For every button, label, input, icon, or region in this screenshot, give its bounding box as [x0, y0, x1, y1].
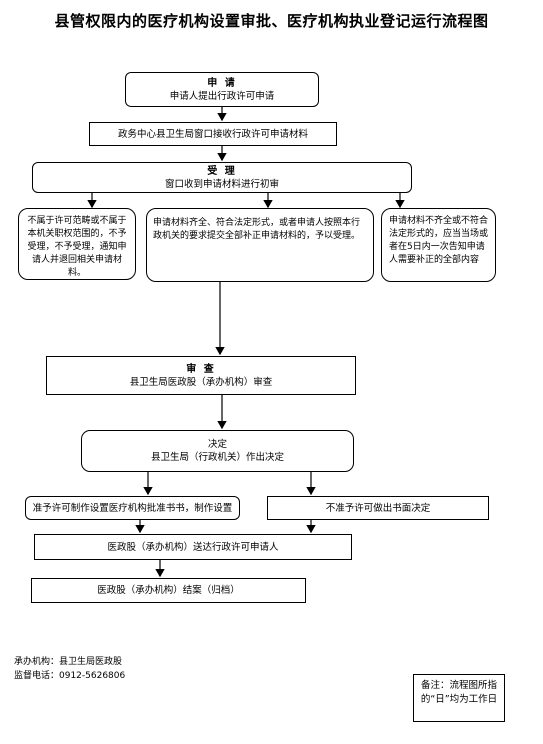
branch-right-box: 申请材料不齐全或不符合法定形式的，应当当场或者在5日内一次告知申请人需要补正的全… — [381, 208, 496, 282]
apply-text: 申请人提出行政许可申请 — [169, 90, 275, 102]
footer-phone: 监督电话：0912-5626806 — [14, 671, 126, 681]
branch-right-text: 申请材料不齐全或不符合法定形式的，应当当场或者在5日内一次告知申请人需要补正的全… — [389, 216, 489, 265]
receive-text: 政务中心县卫生局窗口接收行政许可申请材料 — [117, 128, 308, 140]
footer-agency: 承办机构：县卫生局医政股 — [14, 657, 123, 667]
accept-text: 窗口收到申请材料进行初审 — [164, 178, 279, 190]
archive-box: 医政股（承办机构）结案（归档） — [31, 578, 306, 603]
review-heading: 审 查 — [186, 363, 216, 375]
review-box: 审 查 县卫生局医政股（承办机构）审查 — [46, 356, 356, 395]
deliver-box: 医政股（承办机构）送达行政许可申请人 — [34, 534, 352, 560]
note-box: 备注：流程图所指的“日”均为工作日 — [413, 674, 505, 722]
decision-text: 县卫生局（行政机关）作出决定 — [150, 452, 284, 463]
accept-box: 受 理 窗口收到申请材料进行初审 — [32, 162, 412, 193]
approve-box: 准予许可制作设置医疗机构批准书书，制作设置 — [25, 496, 240, 520]
archive-text: 医政股（承办机构）结案（归档） — [97, 585, 240, 596]
footer-info: 承办机构：县卫生局医政股 监督电话：0912-5626806 — [14, 655, 125, 683]
reject-text: 不准予许可做出书面决定 — [325, 502, 431, 514]
deliver-text: 医政股（承办机构）送达行政许可申请人 — [107, 541, 279, 553]
apply-box: 申 请 申请人提出行政许可申请 — [125, 72, 319, 107]
accept-heading: 受 理 — [207, 165, 237, 177]
approve-text: 准予许可制作设置医疗机构批准书书，制作设置 — [32, 502, 233, 514]
review-text: 县卫生局医政股（承办机构）审查 — [129, 376, 273, 388]
branch-left-box: 不属于许可范畴或不属于本机关职权范围的，不予受理，不予受理，通知申请人并退回相关… — [18, 208, 136, 280]
decision-heading: 决定 — [207, 439, 227, 450]
reject-box: 不准予许可做出书面决定 — [267, 496, 489, 520]
note-text: 备注：流程图所指的“日”均为工作日 — [420, 680, 498, 705]
decision-box: 决定 县卫生局（行政机关）作出决定 — [81, 430, 354, 472]
branch-middle-box: 申请材料齐全、符合法定形式，或者申请人按照本行政机关的要求提交全部补正申请材料的… — [146, 208, 374, 282]
branch-left-text: 不属于许可范畴或不属于本机关职权范围的，不予受理，不予受理，通知申请人并退回相关… — [27, 216, 127, 278]
receive-box: 政务中心县卫生局窗口接收行政许可申请材料 — [89, 122, 337, 146]
apply-heading: 申 请 — [207, 77, 237, 89]
page-title: 县管权限内的医疗机构设置审批、医疗机构执业登记运行流程图 — [54, 12, 489, 30]
branch-middle-text: 申请材料齐全、符合法定形式，或者申请人按照本行政机关的要求提交全部补正申请材料的… — [153, 218, 361, 241]
